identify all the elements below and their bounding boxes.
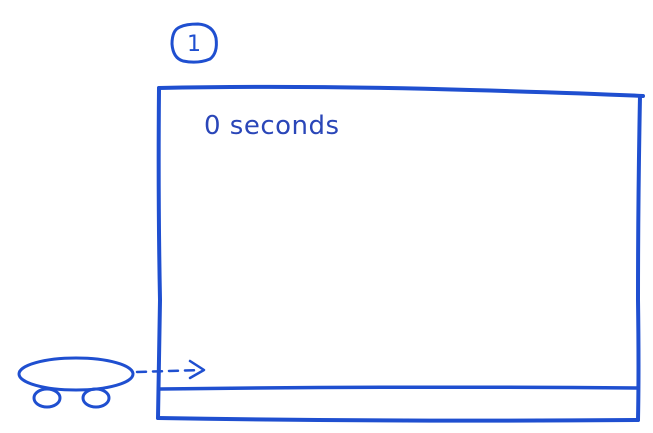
skateboard-icon xyxy=(17,356,135,409)
step-number: 1 xyxy=(187,31,201,57)
dashed-arrow-right-icon xyxy=(135,359,206,380)
step-circle-icon xyxy=(170,22,218,64)
ground-line xyxy=(158,385,640,391)
screen-frame xyxy=(156,84,645,423)
timer-text: 0 seconds xyxy=(204,111,340,141)
